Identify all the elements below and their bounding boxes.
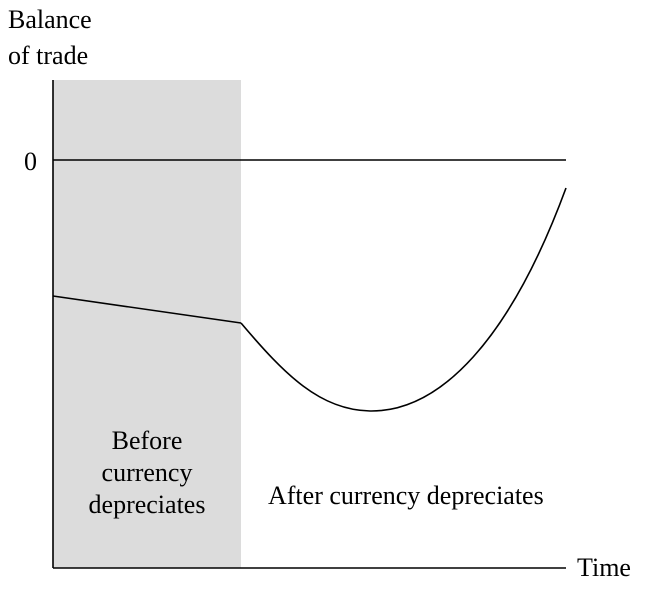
after-depreciation-label: After currency depreciates [268,481,544,510]
j-curve-after-depreciation [240,187,567,412]
before-label-line-1: Before [111,426,183,455]
x-axis-label: Time [577,553,631,582]
before-label-line-3: depreciates [88,490,206,519]
before-depreciation-label: Before currency depreciates [53,425,241,521]
trade-balance-before-line [52,295,242,324]
before-label-line-2: currency [101,458,193,487]
before-depreciation-shaded-region [53,80,241,568]
y-axis-label-line-1: Balance [8,5,92,34]
y-axis-label-line-2: of trade [8,41,89,70]
zero-tick-label: 0 [24,147,37,176]
